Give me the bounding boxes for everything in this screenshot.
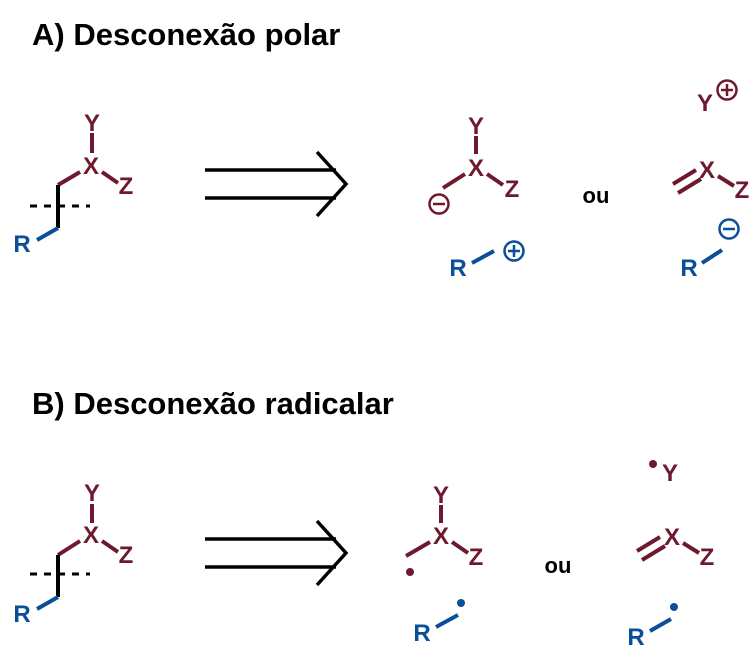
r-bond: [36, 595, 59, 611]
atom-y: Y: [697, 90, 713, 117]
atom-x: X: [699, 157, 715, 184]
polar-fragment-anion: Y X Z: [428, 113, 520, 215]
atom-y: Y: [662, 460, 678, 487]
radical-fragment-carbon: Y X Z: [404, 482, 484, 576]
x-carbon-bond: [56, 539, 82, 557]
polar-fragment-double-bond: Y X Z: [671, 79, 750, 204]
r-bond: [649, 617, 672, 633]
atom-z: Z: [735, 177, 750, 204]
r-bond: [36, 226, 59, 242]
polar-fragment-r-anion: R: [680, 218, 740, 282]
plus-charge-icon: [503, 240, 525, 262]
connector-ou: ou: [545, 553, 572, 578]
atom-x: X: [83, 153, 99, 180]
atom-x: X: [468, 155, 484, 182]
double-bond-a: [671, 168, 698, 186]
atom-x: X: [83, 522, 99, 549]
radical-dot-icon: [457, 599, 465, 607]
polar-start-molecule: Y X Z R: [13, 110, 133, 258]
z-bond: [100, 170, 120, 185]
r-bond: [471, 249, 495, 265]
connector-ou: ou: [583, 183, 610, 208]
atom-r: R: [627, 624, 644, 645]
atom-z: Z: [119, 542, 134, 569]
section-a-heading: A) Desconexão polar: [32, 17, 340, 52]
x-carbon-bond: [441, 172, 467, 190]
double-bond-b: [676, 177, 703, 195]
radical-dot-icon: [649, 460, 657, 468]
atom-r: R: [413, 620, 430, 645]
atom-y: Y: [433, 482, 449, 509]
radical-dot-icon: [670, 603, 678, 611]
retrosynthesis-arrow-icon: [205, 519, 349, 587]
atom-z: Z: [469, 544, 484, 571]
radical-fragment-r: R: [413, 599, 465, 645]
double-bond-b: [640, 544, 667, 562]
atom-y: Y: [468, 113, 484, 140]
r-bond: [700, 248, 724, 265]
z-bond: [681, 541, 701, 555]
radical-fragment-double-bond: Y X Z: [635, 460, 715, 571]
x-carbon-bond: [404, 540, 432, 558]
z-bond: [485, 172, 505, 187]
section-b-heading: B) Desconexão radicalar: [32, 386, 394, 421]
radical-dot-icon: [406, 568, 414, 576]
z-bond: [450, 540, 470, 555]
polar-fragment-r-cation: R: [449, 240, 525, 282]
atom-r: R: [13, 231, 30, 258]
atom-r: R: [680, 255, 697, 282]
minus-charge-icon: [428, 193, 450, 215]
atom-r: R: [449, 255, 466, 282]
atom-y: Y: [84, 110, 100, 137]
minus-charge-icon: [718, 218, 740, 240]
atom-z: Z: [119, 173, 134, 200]
radical-start-molecule: Y X Z R: [13, 480, 133, 628]
radical-fragment-r-2: R: [627, 603, 678, 645]
atom-r: R: [13, 601, 30, 628]
atom-y: Y: [84, 480, 100, 507]
z-bond: [100, 539, 120, 554]
r-bond: [435, 613, 459, 629]
atom-x: X: [664, 524, 680, 551]
double-bond-a: [635, 535, 662, 553]
retrosynthesis-arrow-icon: [205, 150, 349, 218]
atom-x: X: [433, 523, 449, 550]
atom-z: Z: [505, 176, 520, 203]
z-bond: [716, 174, 736, 188]
x-carbon-bond: [56, 170, 82, 187]
atom-z: Z: [700, 544, 715, 571]
plus-charge-icon: [716, 79, 738, 101]
